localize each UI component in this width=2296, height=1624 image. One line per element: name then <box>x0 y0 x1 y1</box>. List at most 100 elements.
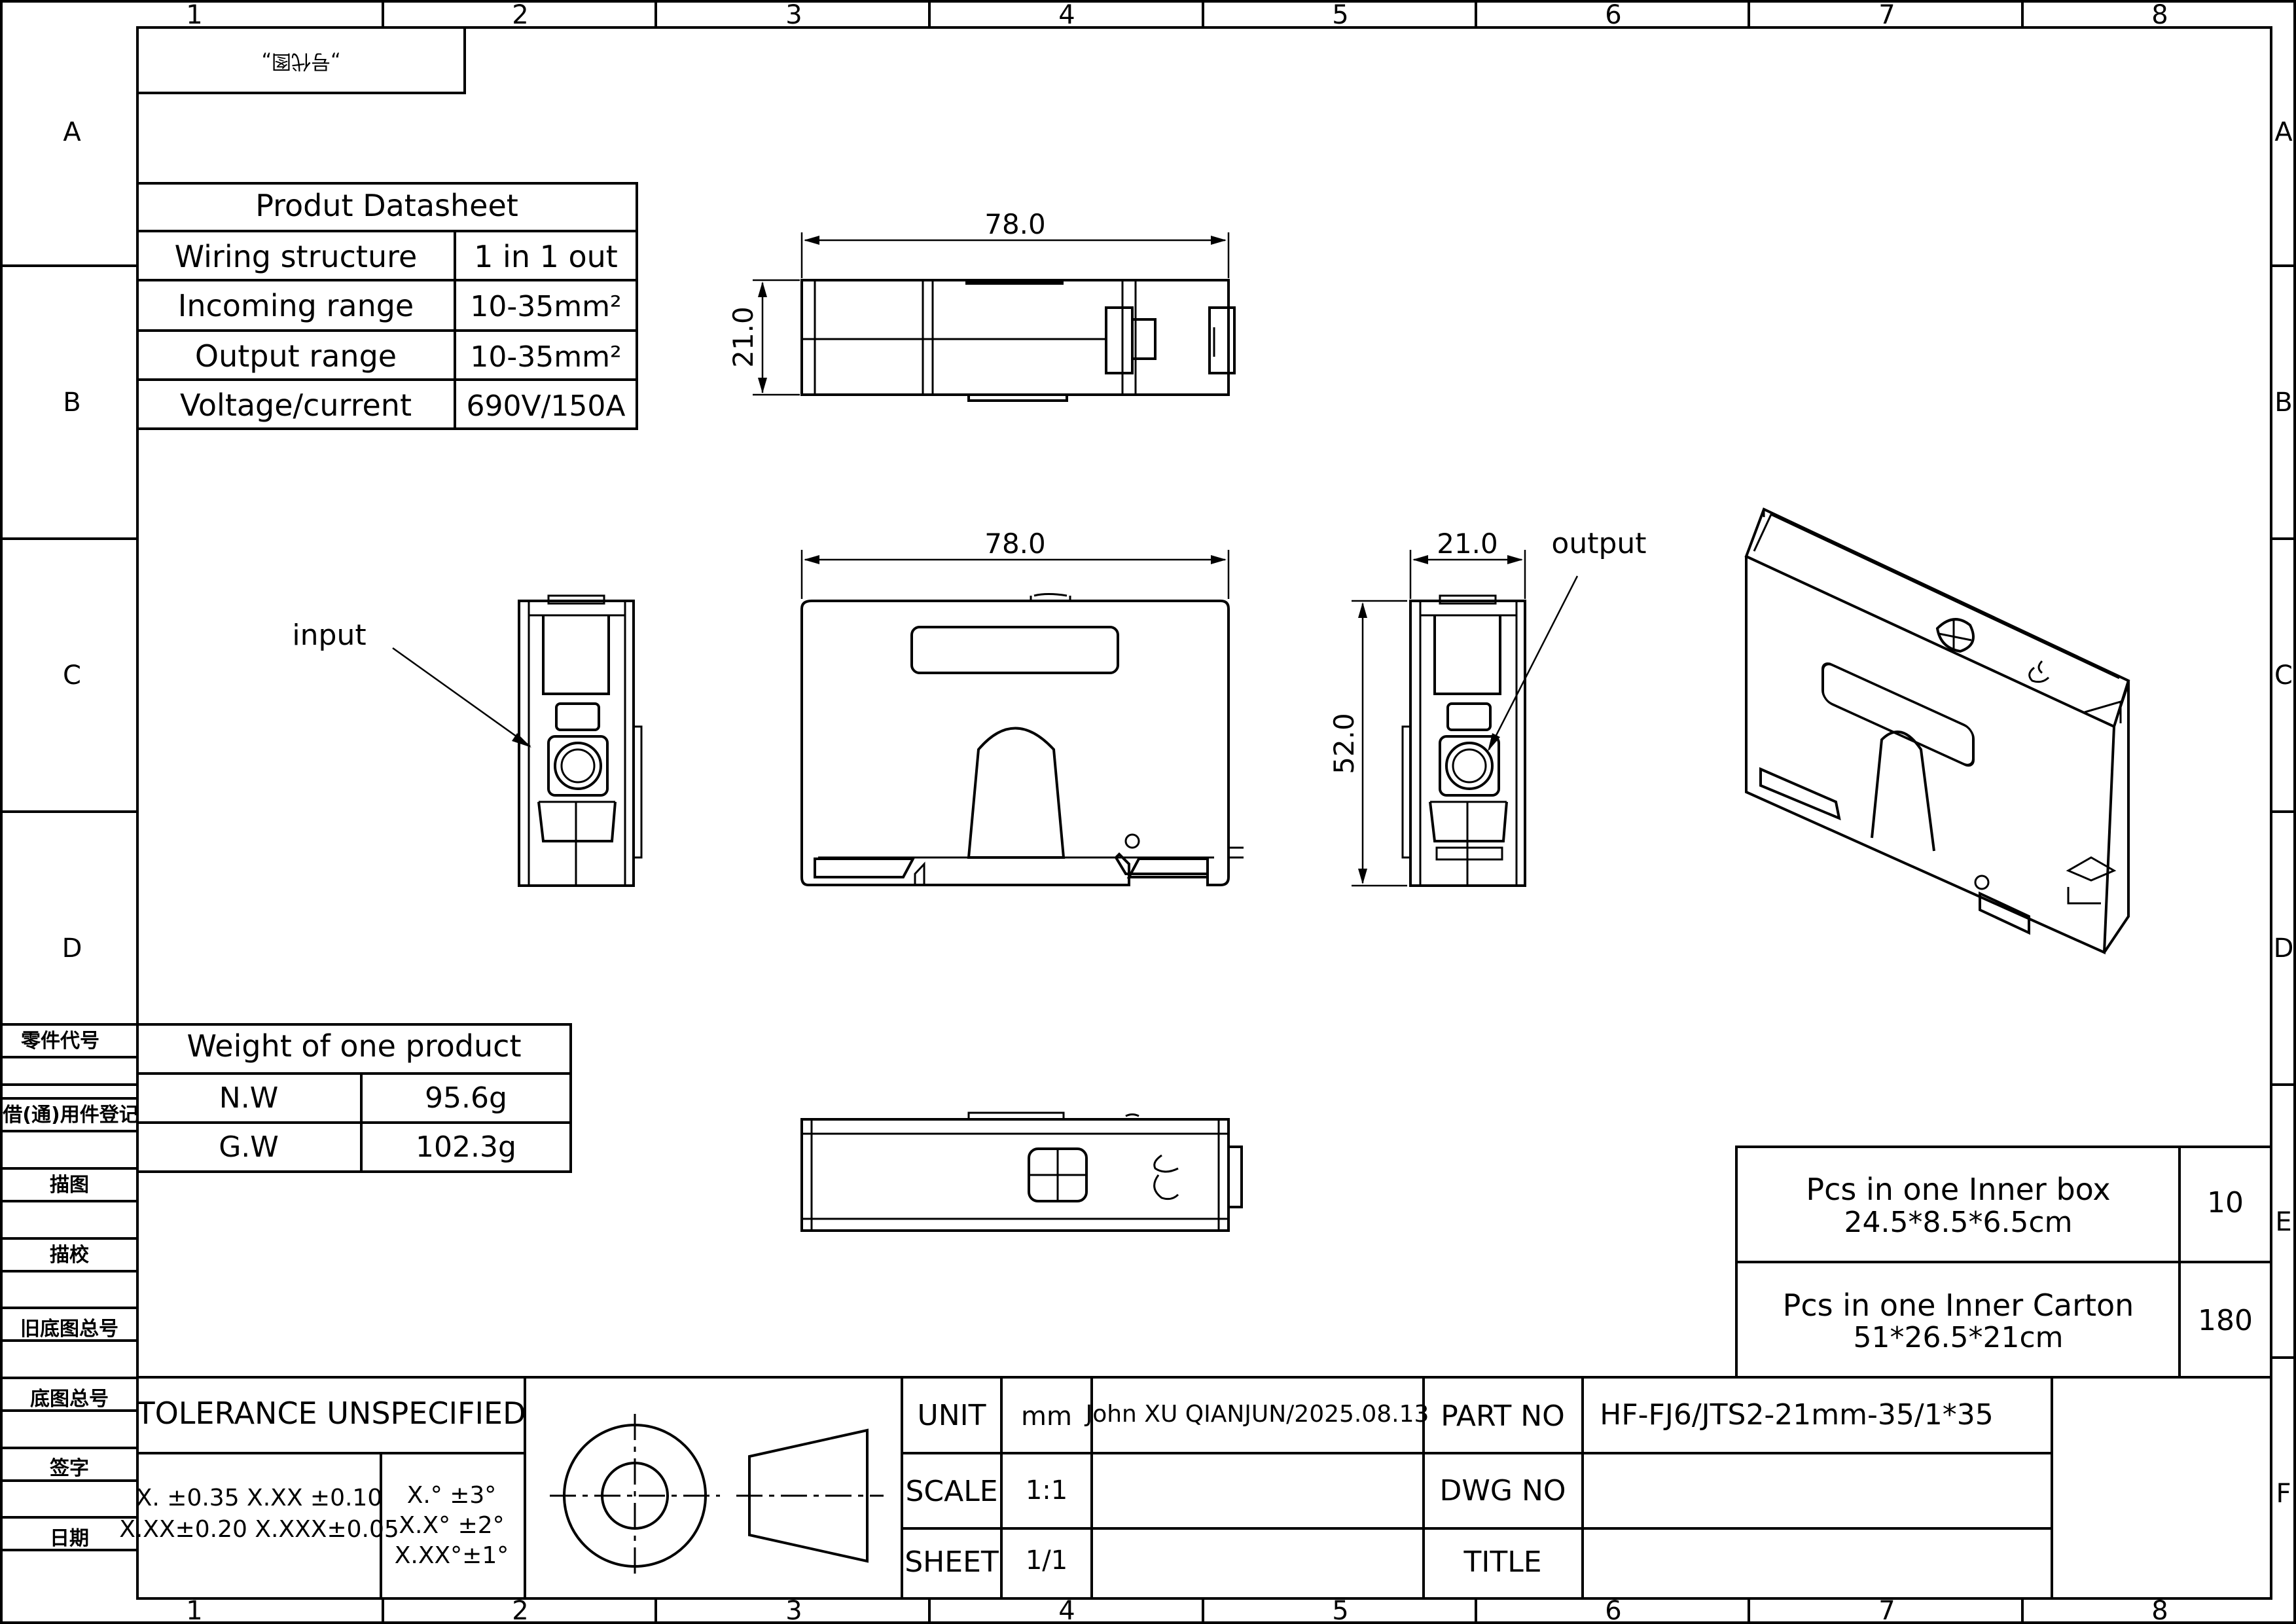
output-label: output <box>1551 527 1646 560</box>
tolerance-linear: X. ±0.35 X.XX ±0.10 <box>136 1485 383 1511</box>
column-numbers-bottom: 1 2 3 4 5 6 7 8 <box>186 1596 2168 1624</box>
input-callout: input <box>292 619 531 748</box>
package-qty: 180 <box>2198 1304 2253 1337</box>
part-no-value: HF-FJ6/JTS2-21mm-35/1*35 <box>1600 1398 1993 1432</box>
tolerance-angle: X.° ±3° <box>407 1482 497 1509</box>
strip-label: 描图 <box>50 1174 89 1197</box>
row-label: A <box>63 117 81 147</box>
col-label: 1 <box>186 1596 202 1624</box>
strip-label: 日期 <box>50 1527 89 1550</box>
unit-label: UNIT <box>918 1399 986 1432</box>
col-label: 6 <box>1605 0 1621 30</box>
col-label: 4 <box>1058 1596 1075 1624</box>
weight-title: Weight of one product <box>187 1028 522 1064</box>
author-date: John XU QIANJUN/2025.08.13 <box>1085 1401 1429 1428</box>
right-side-view: 21.0 52.0 output <box>1328 527 1647 887</box>
row-label: D <box>62 933 82 964</box>
scale-value: 1:1 <box>1026 1475 1067 1506</box>
row-label: D <box>2274 933 2294 964</box>
strip-label: 描校 <box>50 1244 89 1267</box>
tolerance-angle: X.X° ±2° <box>399 1512 504 1539</box>
top-width-dimension: 78.0 <box>800 208 1230 278</box>
row-letters-right: A B C D E F <box>2274 117 2294 1509</box>
package-line2: 24.5*8.5*6.5cm <box>1844 1206 2073 1239</box>
row-label: C <box>63 660 81 691</box>
drawing-code-box: „号代图„ <box>136 26 466 94</box>
row-label: B <box>63 388 81 418</box>
col-label: 5 <box>1332 1596 1348 1624</box>
col-label: 4 <box>1058 0 1075 30</box>
column-numbers-top: 1 2 3 4 5 6 7 8 <box>186 0 2168 30</box>
col-label: 7 <box>1878 0 1895 30</box>
col-label: 1 <box>186 0 202 30</box>
datasheet-label: Incoming range <box>178 288 414 323</box>
dwg-no-label: DWG NO <box>1439 1474 1566 1507</box>
row-label: F <box>2276 1479 2291 1509</box>
datasheet-label: Wiring structure <box>175 239 418 274</box>
datasheet-label: Output range <box>195 338 397 374</box>
row-label: E <box>2275 1207 2291 1237</box>
side-width-value: 21.0 <box>1437 528 1498 560</box>
top-view: 78.0 21.0 <box>727 208 1236 402</box>
tolerance-angle: X.XX°±1° <box>395 1542 509 1569</box>
col-label: 8 <box>2151 0 2168 30</box>
top-height-dimension: 21.0 <box>727 279 800 396</box>
part-no-label: PART NO <box>1441 1399 1565 1433</box>
datasheet-value: 690V/150A <box>467 389 626 423</box>
package-line1: Pcs in one Inner Carton <box>1783 1288 2134 1323</box>
package-qty: 10 <box>2207 1186 2244 1219</box>
front-width-dimension: 78.0 <box>800 528 1230 599</box>
input-label: input <box>292 619 366 652</box>
output-callout: output <box>1488 527 1647 751</box>
col-label: 3 <box>785 0 802 30</box>
strip-label: 旧底图总号 <box>20 1318 118 1341</box>
col-label: 2 <box>512 0 528 30</box>
top-height-value: 21.0 <box>727 306 759 368</box>
weight-label: G.W <box>219 1130 279 1164</box>
col-label: 5 <box>1332 0 1348 30</box>
col-label: 8 <box>2151 1596 2168 1624</box>
projection-symbol <box>550 1414 884 1578</box>
front-view: 78.0 <box>800 528 1244 886</box>
datasheet-value: 1 in 1 out <box>474 239 618 274</box>
side-height-value: 52.0 <box>1328 713 1360 774</box>
top-width-value: 78.0 <box>984 208 1046 240</box>
package-line2: 51*26.5*21cm <box>1854 1321 2064 1354</box>
bottom-view <box>800 1111 1243 1232</box>
packaging-table: Pcs in one Inner box 24.5*8.5*6.5cm 10 P… <box>1735 1146 2272 1379</box>
col-label: 7 <box>1878 1596 1895 1624</box>
datasheet-table: Produt Datasheet Wiring structure 1 in 1… <box>136 182 638 430</box>
weight-value: 95.6g <box>425 1081 507 1115</box>
strip-label: 底图总号 <box>30 1388 109 1411</box>
scale-label: SCALE <box>905 1475 997 1508</box>
datasheet-value: 10-35mm² <box>470 340 621 374</box>
strip-label: 签字 <box>50 1457 89 1480</box>
strip-label: 借(通)用件登记 <box>2 1104 138 1127</box>
weight-value: 102.3g <box>416 1130 516 1164</box>
tolerance-title: TOLERANCE UNSPECIFIED <box>135 1396 526 1431</box>
datasheet-value: 10-35mm² <box>470 290 621 323</box>
sheet-value: 1/1 <box>1026 1545 1067 1576</box>
col-label: 3 <box>785 1596 802 1624</box>
unit-value: mm <box>1021 1401 1072 1432</box>
left-side-view: input <box>292 594 643 887</box>
title-block: TOLERANCE UNSPECIFIED X. ±0.35 X.XX ±0.1… <box>119 1376 2271 1598</box>
row-label: C <box>2274 660 2293 691</box>
left-label-strip: 零件代号 借(通)用件登记 描图 描校 旧底图总号 底图总号 签字 日期 <box>1 1023 139 1551</box>
tolerance-linear: X.XX±0.20 X.XXX±0.05 <box>119 1516 399 1543</box>
isometric-view <box>1744 507 2130 955</box>
datasheet-label: Voltage/current <box>180 388 412 423</box>
strip-label: 零件代号 <box>21 1030 99 1053</box>
col-label: 6 <box>1605 1596 1621 1624</box>
side-width-dimension: 21.0 <box>1409 528 1526 599</box>
drawing-code-text: „号代图„ <box>261 50 340 73</box>
package-line1: Pcs in one Inner box <box>1806 1172 2110 1207</box>
col-label: 2 <box>512 1596 528 1624</box>
sheet-label: SHEET <box>905 1545 999 1579</box>
title-label: TITLE <box>1463 1545 1541 1579</box>
weight-table: Weight of one product N.W 95.6g G.W 102.… <box>136 1023 572 1173</box>
row-label: B <box>2274 388 2292 418</box>
row-letters-left: A B C D <box>62 117 82 964</box>
